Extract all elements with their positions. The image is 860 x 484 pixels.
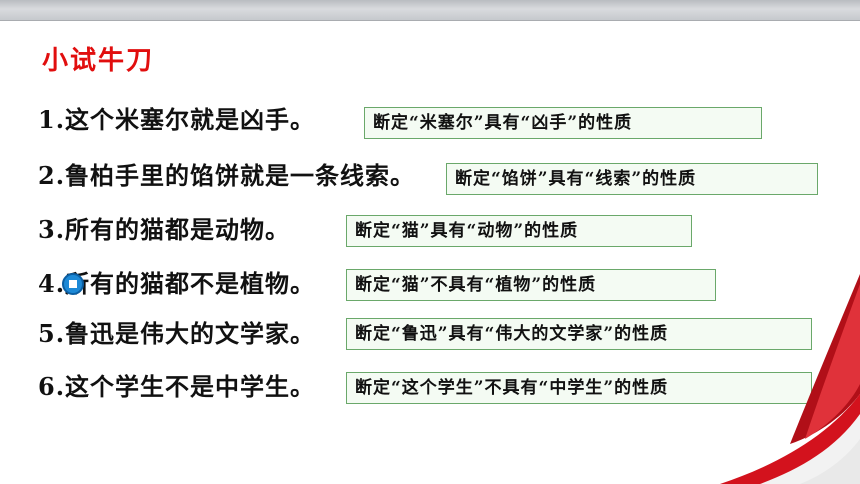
answer-box-5: 断定“鲁迅”具有“伟大的文学家”的性质 — [346, 318, 812, 350]
question-4: 4.所有的猫都不是植物。 — [38, 269, 316, 298]
question-6: 6.这个学生不是中学生。 — [38, 372, 316, 401]
answer-box-6: 断定“这个学生”不具有“中学生”的性质 — [346, 372, 812, 404]
question-5: 5.鲁迅是伟大的文学家。 — [38, 319, 316, 348]
answer-box-2: 断定“馅饼”具有“线索”的性质 — [446, 163, 818, 195]
top-bar — [0, 0, 860, 21]
question-2: 2.鲁柏手里的馅饼就是一条线索。 — [38, 161, 416, 190]
page-title: 小试牛刀 — [42, 46, 155, 76]
answer-box-3: 断定“猫”具有“动物”的性质 — [346, 215, 692, 247]
question-3: 3.所有的猫都是动物。 — [38, 215, 291, 244]
answer-box-1: 断定“米塞尔”具有“凶手”的性质 — [364, 107, 762, 139]
answer-box-4: 断定“猫”不具有“植物”的性质 — [346, 269, 716, 301]
question-1: 1.这个米塞尔就是凶手。 — [38, 105, 316, 134]
red-ribbon-decoration — [720, 274, 860, 484]
presentation-cursor-icon[interactable] — [62, 273, 84, 295]
